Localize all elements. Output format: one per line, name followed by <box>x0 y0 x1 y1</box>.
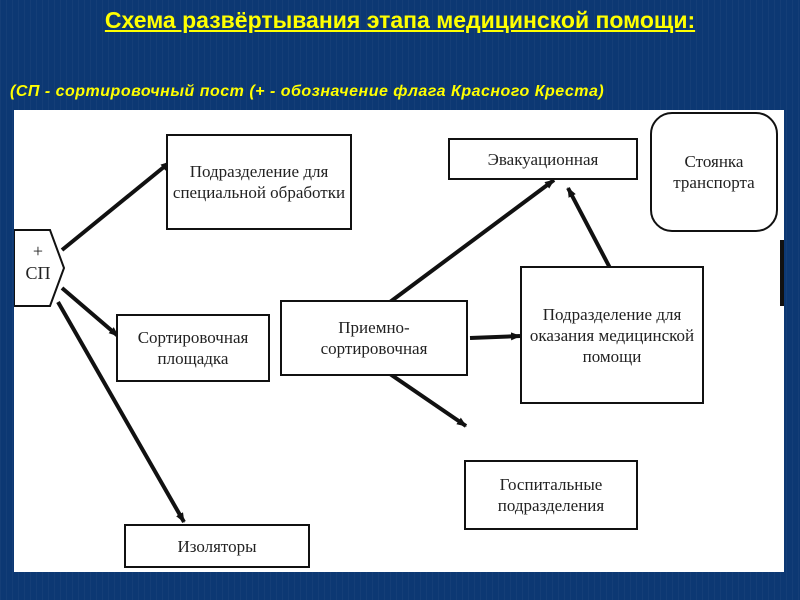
sp-shape <box>14 229 66 307</box>
arrow-sp-to-sorting <box>60 286 120 338</box>
diagram-arrows <box>14 160 612 523</box>
diagram-canvas: + СП Подразделение для специальной обраб… <box>14 110 784 572</box>
arrow-medical-to-evacuation <box>566 187 612 269</box>
slide-subtitle: (СП - сортировочный пост (+ - обозначени… <box>10 83 605 100</box>
box-evacuation: Эвакуационная <box>448 138 638 180</box>
sp-label: СП <box>25 263 51 283</box>
arrow-sp-to-special <box>60 160 172 252</box>
right-edge-bar <box>780 240 784 306</box>
arrow-reception-to-hospital <box>388 372 468 428</box>
slide-title: Схема развёртывания этапа медицинской по… <box>104 7 696 33</box>
arrow-reception-to-medical <box>469 332 521 341</box>
sp-marker: + СП <box>18 240 58 284</box>
box-hospital-units: Госпитальные подразделения <box>464 460 638 530</box>
box-sorting-area: Сортировочная площадка <box>116 314 270 382</box>
box-medical-aid: Подразделение для оказания медицинской п… <box>520 266 704 404</box>
box-transport-parking: Стоянка транспорта <box>650 112 778 232</box>
box-isolators: Изоляторы <box>124 524 310 568</box>
box-special-treatment: Подразделение для специальной обработки <box>166 134 352 230</box>
arrow-reception-to-evacuation <box>388 178 556 304</box>
box-reception-sorting: Приемно-сортировочная <box>280 300 468 376</box>
arrow-sp-to-isolators <box>56 301 186 523</box>
red-cross-plus: + <box>32 241 44 261</box>
